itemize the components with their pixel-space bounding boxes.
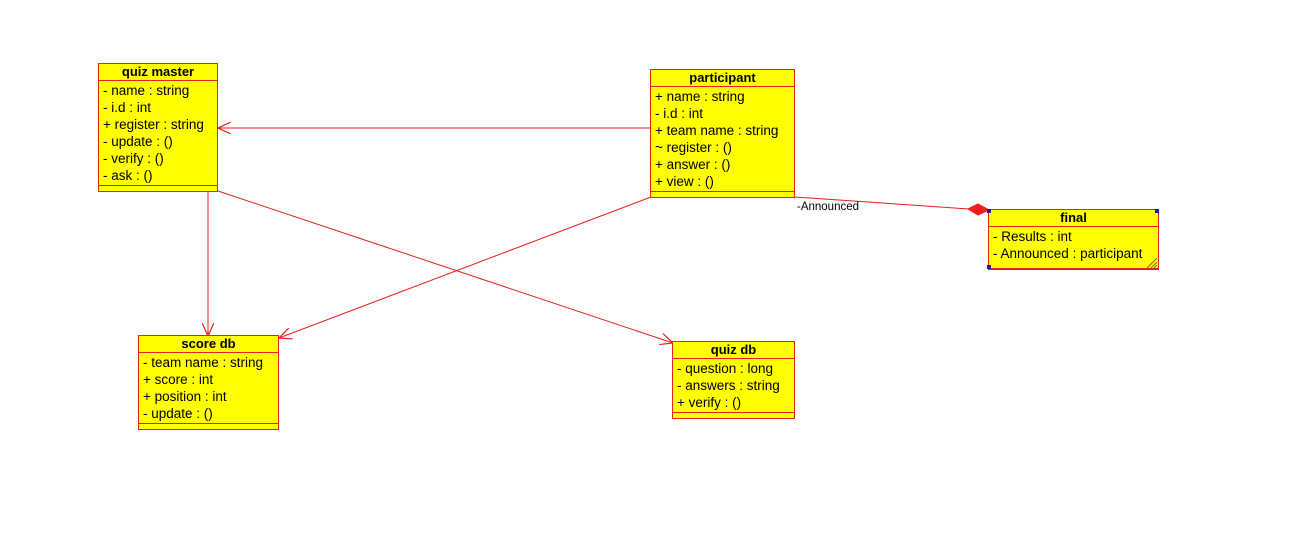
class-operations-compartment	[139, 423, 278, 424]
class-attribute: + view : ()	[655, 174, 714, 189]
class-attribute: - verify : ()	[103, 151, 164, 166]
composition-participant-final[interactable]	[794, 196, 970, 210]
class-final[interactable]: final - Results : int - Announced : part…	[988, 209, 1159, 270]
class-attribute: + team name : string	[655, 123, 779, 138]
class-attribute: + verify : ()	[677, 395, 742, 410]
class-attribute: - name : string	[103, 83, 190, 98]
class-attribute: - team name : string	[143, 355, 264, 370]
class-operations-compartment	[989, 268, 1158, 269]
class-operations-compartment	[651, 191, 794, 192]
class-participant-title: participant	[651, 70, 794, 87]
selection-handle[interactable]	[1155, 209, 1159, 213]
association-label-announced: -Announced	[797, 201, 860, 213]
class-quiz-db[interactable]: quiz db - question : long - answers : st…	[672, 341, 795, 419]
association-quiz-master-quiz-db[interactable]	[217, 190, 673, 343]
class-operations-compartment	[673, 412, 794, 413]
class-attribute: + answer : ()	[655, 157, 731, 172]
class-participant[interactable]: participant + name : string - i.d : int …	[650, 69, 795, 198]
class-attribute: ~ register : ()	[655, 140, 732, 155]
selection-handle[interactable]	[987, 209, 991, 213]
class-attribute: + score : int	[143, 372, 214, 387]
composition-diamond	[966, 203, 991, 216]
association-participant-score-db[interactable]	[279, 196, 652, 338]
class-attribute: - update : ()	[103, 134, 173, 149]
selection-handle[interactable]	[987, 265, 991, 269]
class-attribute: - answers : string	[677, 378, 780, 393]
class-attribute: + position : int	[143, 389, 227, 404]
class-attribute: + register : string	[103, 117, 204, 132]
class-quiz-db-title: quiz db	[673, 342, 794, 359]
resize-grip-icon[interactable]	[1147, 258, 1157, 268]
class-attribute: - i.d : int	[103, 100, 152, 115]
class-score-db-title: score db	[139, 336, 278, 353]
class-attribute: - update : ()	[143, 406, 213, 421]
class-attribute: - Announced : participant	[993, 246, 1143, 261]
class-attribute: + name : string	[655, 89, 745, 104]
class-operations-compartment	[99, 185, 217, 186]
class-quiz-master[interactable]: quiz master - name : string - i.d : int …	[98, 63, 218, 192]
class-attribute: - ask : ()	[103, 168, 153, 183]
class-attribute: - Results : int	[993, 229, 1072, 244]
class-attribute: - i.d : int	[655, 106, 704, 121]
class-quiz-master-title: quiz master	[99, 64, 217, 81]
class-score-db[interactable]: score db - team name : string + score : …	[138, 335, 279, 430]
class-attribute: - question : long	[677, 361, 774, 376]
class-final-title: final	[989, 210, 1158, 227]
